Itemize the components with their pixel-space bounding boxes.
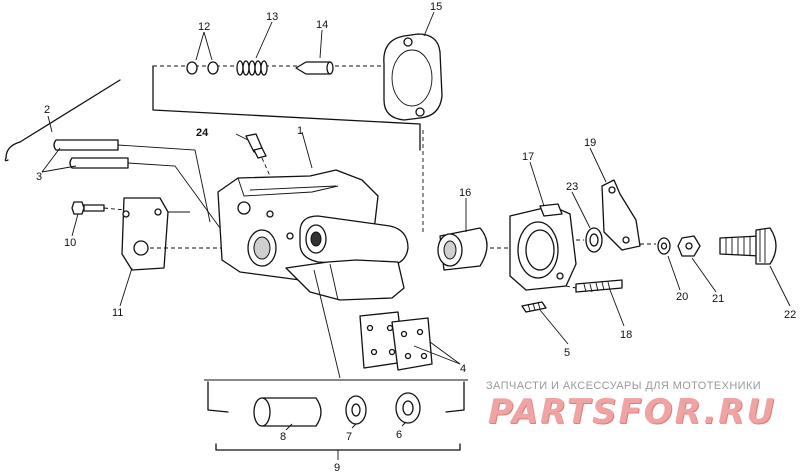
callout-20: 20 — [676, 291, 688, 303]
callout-17: 17 — [522, 151, 534, 163]
part-17-housing — [509, 203, 584, 291]
callout-5: 5 — [564, 347, 570, 359]
bracket-bottom-right — [445, 381, 465, 413]
callout-6: 6 — [396, 429, 402, 441]
callout-8: 8 — [280, 431, 286, 443]
callout-18: 18 — [620, 329, 632, 341]
part-3-pins — [53, 139, 221, 229]
part-21-nut — [677, 235, 701, 257]
part-15-cover-plate — [383, 33, 443, 121]
watermark-caption: ЗАПЧАСТИ И АКСЕССУАРЫ ДЛЯ МОТОТЕХНИКИ — [486, 380, 762, 392]
part-10-bolt — [71, 201, 126, 215]
part-18-bolt — [565, 279, 623, 293]
callout-2: 2 — [44, 104, 50, 116]
leader-lines — [41, 11, 791, 431]
callout-16: 16 — [459, 187, 471, 199]
leader-group-9 — [313, 269, 341, 379]
part-14-pin — [295, 61, 334, 75]
callout-3: 3 — [36, 171, 42, 183]
callout-9: 9 — [334, 462, 340, 474]
callout-11: 11 — [112, 307, 123, 319]
callout-21: 21 — [712, 293, 724, 305]
callout-15: 15 — [430, 1, 442, 13]
part-13-spring — [236, 60, 268, 76]
part-12-o-rings — [186, 61, 219, 75]
part-8-cylinder — [253, 397, 322, 427]
callout-22: 22 — [784, 309, 796, 321]
part-6-washer — [395, 392, 421, 424]
callout-4: 4 — [460, 363, 466, 375]
part-20-washer — [657, 237, 671, 255]
part-24-fitting — [245, 133, 271, 177]
part-5-screw — [521, 301, 547, 313]
part-16-seal — [437, 227, 510, 271]
part-19-bracket — [601, 179, 656, 251]
part-1-main-body — [217, 169, 409, 301]
callout-10: 10 — [64, 237, 76, 249]
part-7-washer — [345, 395, 367, 425]
part-23-ring — [585, 227, 603, 253]
callout-14: 14 — [316, 19, 328, 31]
part-2-lever — [4, 79, 121, 162]
callout-7: 7 — [346, 431, 352, 443]
watermark-brand: PARTSFOR.RU — [488, 392, 777, 432]
callout-labels: 1 2 3 4 5 6 7 8 9 10 11 12 13 14 15 16 1… — [36, 1, 796, 474]
callout-24: 24 — [196, 127, 209, 139]
callout-23: 23 — [566, 181, 578, 193]
callout-13: 13 — [266, 11, 278, 23]
part-4-reed-plates — [359, 311, 433, 371]
callout-12: 12 — [198, 21, 210, 33]
bracket-part-9 — [215, 443, 461, 451]
callout-19: 19 — [584, 137, 596, 149]
bracket-bottom-left — [207, 381, 229, 413]
part-22-adjuster — [719, 227, 777, 265]
bracket-line-top — [152, 65, 421, 151]
part-11-flange — [121, 197, 232, 271]
callout-1: 1 — [297, 125, 303, 137]
